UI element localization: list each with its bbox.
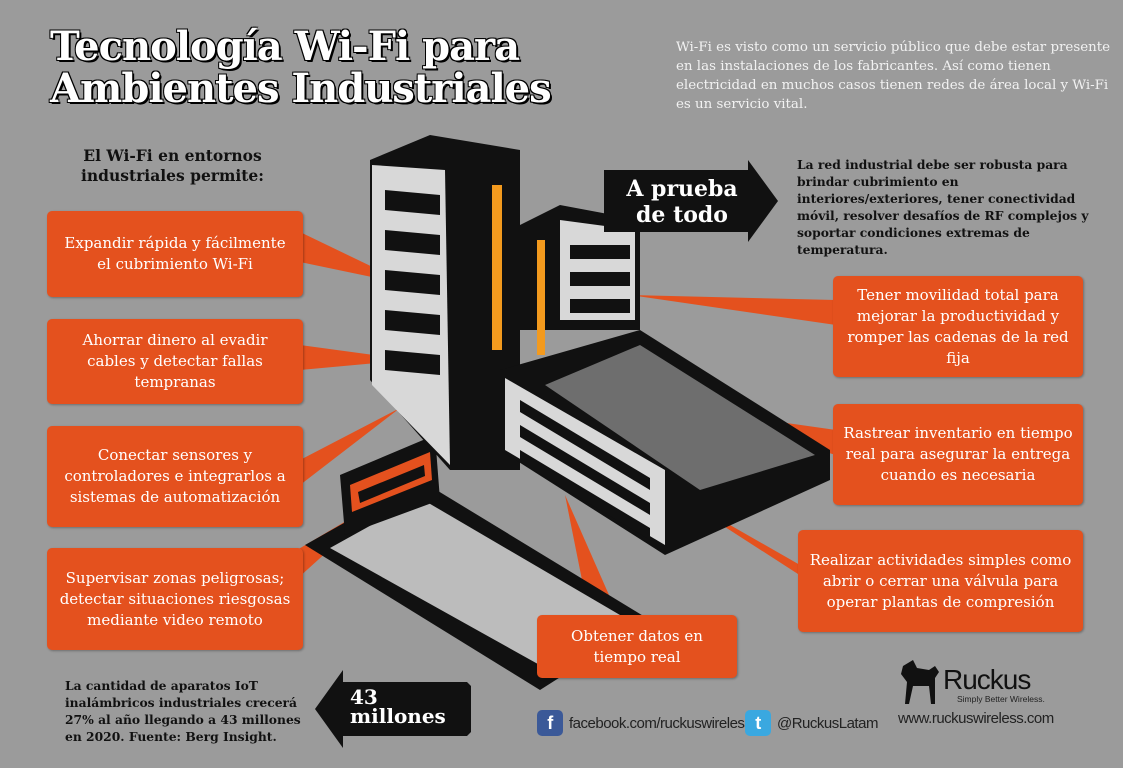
benefit-box-sensors: Conectar sensores y controladores e inte… <box>47 426 303 527</box>
twitter-link[interactable]: t @RuckusLatam <box>745 710 878 736</box>
benefit-box-inventory: Rastrear inventario en tiempo real para … <box>833 404 1083 505</box>
facebook-link[interactable]: f facebook.com/ruckuswireless <box>537 710 752 736</box>
website-url: www.ruckuswireless.com <box>898 710 1054 727</box>
benefit-box-expand: Expandir rápida y fácilmente el cubrimie… <box>47 211 303 297</box>
logo-tagline: Simply Better Wireless. <box>957 694 1045 704</box>
iot-paragraph: La cantidad de aparatos IoT inalámbricos… <box>65 678 301 744</box>
logo-text: Ruckus <box>943 664 1031 695</box>
benefit-box-valves: Realizar actividades simples como abrir … <box>798 530 1083 632</box>
title-line-2: Ambientes Industriales <box>50 65 552 112</box>
iot-arrow-shape <box>315 670 471 748</box>
benefit-box-mobility: Tener movilidad total para mejorar la pr… <box>833 276 1083 377</box>
benefit-box-data: Obtener datos en tiempo real <box>537 615 737 678</box>
intro-paragraph: Wi-Fi es visto como un servicio público … <box>676 40 1111 112</box>
robust-arrow-shape <box>604 160 778 242</box>
twitter-icon: t <box>745 710 771 736</box>
dog-icon <box>901 660 939 704</box>
twitter-handle: @RuckusLatam <box>777 714 878 732</box>
facebook-icon: f <box>537 710 563 736</box>
title-line-1: Tecnología Wi-Fi para <box>50 23 520 70</box>
benefit-box-supervise: Supervisar zonas peligrosas; detectar si… <box>47 548 303 650</box>
benefit-box-save: Ahorrar dinero al evadir cables y detect… <box>47 319 303 404</box>
page-title: Tecnología Wi-Fi para Ambientes Industri… <box>50 23 552 112</box>
website-link[interactable]: www.ruckuswireless.com <box>898 710 1054 727</box>
robust-paragraph: La red industrial debe ser robusta para … <box>797 157 1089 257</box>
subheading: El Wi-Fi en entornos industriales permit… <box>80 146 265 185</box>
facebook-url: facebook.com/ruckuswireless <box>569 714 752 732</box>
ruckus-logo: Ruckus Simply Better Wireless. <box>895 658 1065 706</box>
